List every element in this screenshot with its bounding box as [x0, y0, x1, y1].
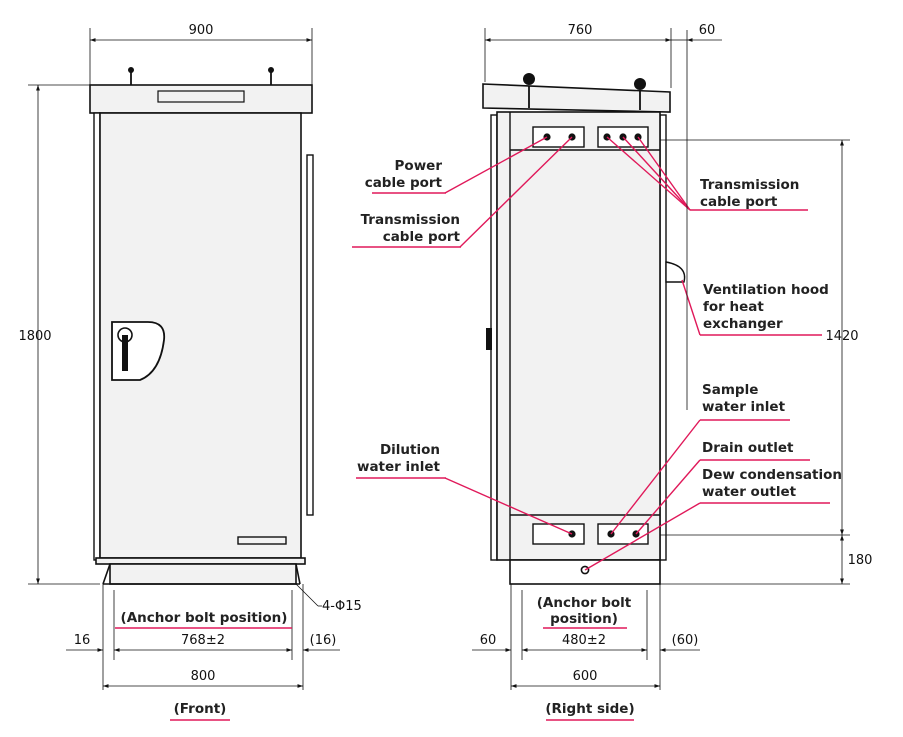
front-dimensions: 900 1800 (Anchor bolt position) 4-Φ15 16…	[18, 23, 362, 721]
dim-base-height: 180	[848, 553, 873, 568]
side-leaders	[352, 136, 830, 571]
dim-side-depth: 760	[568, 23, 593, 38]
dim-front-width: 900	[189, 23, 214, 38]
bottom-port-box-left	[532, 523, 585, 545]
label-trans-left-line2: cable port	[383, 229, 461, 245]
dim-body-height: 1420	[825, 329, 858, 344]
side-dimensions: 760 60 1420 180 (Anchor bolt position) 6…	[472, 23, 873, 721]
label-anchor-bolt-front: (Anchor bolt position)	[121, 610, 288, 626]
front-base-top	[95, 557, 306, 565]
front-name-plate	[237, 536, 287, 545]
label-trans-right-line1: Transmission	[700, 177, 799, 193]
front-handle-grip	[122, 335, 128, 371]
front-base	[109, 563, 297, 585]
dim-front-right-margin: (16)	[310, 633, 337, 648]
dim-anchor-bolts: 4-Φ15	[322, 599, 362, 614]
side-body	[496, 111, 661, 561]
dim-front-bolt-pitch: 768±2	[181, 633, 225, 648]
dim-front-left-margin: 16	[74, 633, 91, 648]
ventilation-hood-icon	[665, 261, 686, 283]
label-sample-line2: water inlet	[702, 399, 786, 415]
dim-side-right-margin: (60)	[672, 633, 699, 648]
side-right-rail	[659, 114, 667, 561]
side-eye-bolt-right	[634, 78, 646, 110]
side-view	[482, 73, 686, 585]
front-eye-bolt-left	[128, 67, 134, 85]
label-sample-line1: Sample	[702, 382, 758, 398]
label-anchor-side-line1: (Anchor bolt	[537, 595, 632, 611]
bottom-port-box-right	[597, 523, 649, 545]
label-vent-line3: exchanger	[703, 316, 783, 332]
caption-front: (Front)	[174, 701, 227, 717]
front-eye-bolt-right	[268, 67, 274, 85]
side-labels: Power cable port Transmission cable port…	[357, 158, 842, 500]
dim-side-left-margin: 60	[480, 633, 497, 648]
label-dilution-line1: Dilution	[380, 442, 440, 458]
dim-side-overhang: 60	[699, 23, 716, 38]
label-anchor-side-line2: position)	[550, 611, 618, 627]
label-vent-line1: Ventilation hood	[703, 282, 829, 298]
dim-total-height: 1800	[18, 329, 51, 344]
label-drain: Drain outlet	[702, 440, 794, 456]
front-top-slot	[157, 90, 245, 103]
label-trans-left-line1: Transmission	[361, 212, 460, 228]
front-view	[89, 67, 314, 585]
side-eye-bolt-left	[523, 73, 535, 108]
top-port-box-left	[532, 126, 585, 148]
front-right-rail	[306, 154, 314, 516]
label-dew-line2: water outlet	[702, 484, 797, 500]
label-dew-line1: Dew condensation	[702, 467, 842, 483]
front-left-rail	[93, 112, 101, 561]
label-power-line2: cable port	[365, 175, 443, 191]
label-power-line1: Power	[395, 158, 443, 174]
caption-right-side: (Right side)	[545, 701, 634, 717]
dim-side-bolt-pitch: 480±2	[562, 633, 606, 648]
label-dilution-line2: water inlet	[357, 459, 441, 475]
front-top-cap	[89, 84, 313, 114]
label-vent-line2: for heat	[703, 299, 764, 315]
dim-front-base-width: 800	[191, 669, 216, 684]
side-hinge	[486, 328, 492, 350]
dim-side-base-width: 600	[573, 669, 598, 684]
label-trans-right-line2: cable port	[700, 194, 778, 210]
